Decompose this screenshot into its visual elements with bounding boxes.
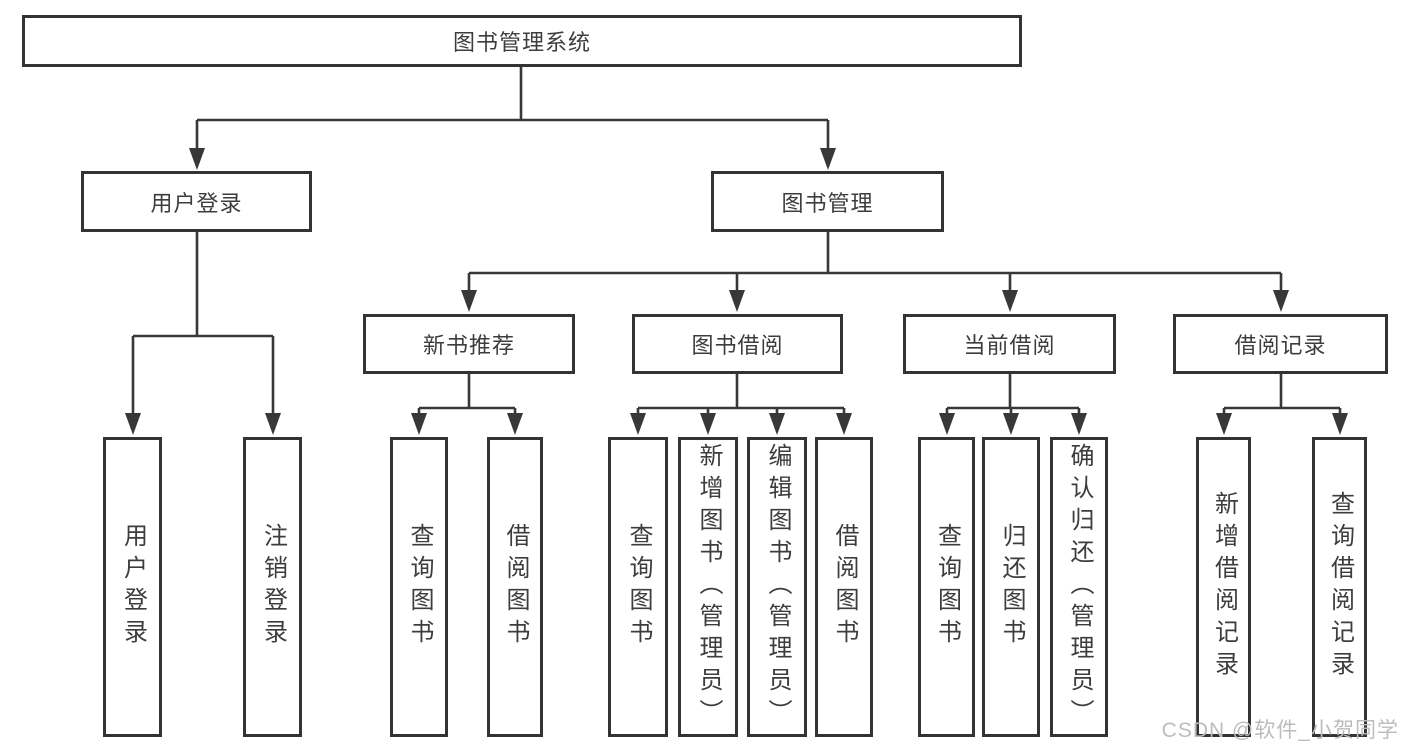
node-new-book-recommendation: 新书推荐 xyxy=(363,314,575,374)
connector-book-management xyxy=(461,232,1289,312)
node-library-management-system: 图书管理系统 xyxy=(22,15,1022,67)
leaf-edit-book-admin: 编辑图书（管理员） xyxy=(747,437,807,737)
leaf-confirm-return-admin-label: 确认归还（管理员） xyxy=(1066,443,1093,731)
leaf-borrow-books-recommend: 借阅图书 xyxy=(487,437,543,737)
leaf-user-login-label: 用户登录 xyxy=(119,523,147,651)
leaf-query-books-current-label: 查询图书 xyxy=(933,523,961,651)
leaf-logout-label: 注销登录 xyxy=(259,523,287,651)
leaf-return-books-label: 归还图书 xyxy=(998,523,1025,651)
leaf-query-books-recommend-label: 查询图书 xyxy=(406,523,433,651)
connector-current-borrowing xyxy=(939,374,1087,435)
leaf-return-books: 归还图书 xyxy=(982,437,1040,737)
node-borrowing-records: 借阅记录 xyxy=(1173,314,1388,374)
leaf-add-borrow-record-label: 新增借阅记录 xyxy=(1210,491,1238,683)
leaf-confirm-return-admin: 确认归还（管理员） xyxy=(1050,437,1108,737)
connector-book-borrowing xyxy=(630,374,852,435)
connector-borrowing-records xyxy=(1216,374,1348,435)
leaf-query-books-current: 查询图书 xyxy=(918,437,975,737)
connector-user-login xyxy=(125,232,281,435)
node-user-login: 用户登录 xyxy=(81,171,312,232)
node-book-borrowing: 图书借阅 xyxy=(632,314,843,374)
leaf-add-borrow-record: 新增借阅记录 xyxy=(1196,437,1251,737)
leaf-query-books-borrowing-label: 查询图书 xyxy=(625,523,652,651)
leaf-user-login: 用户登录 xyxy=(103,437,162,737)
leaf-logout: 注销登录 xyxy=(243,437,302,737)
leaf-borrow-books-label: 借阅图书 xyxy=(831,523,858,651)
node-book-management: 图书管理 xyxy=(711,171,944,232)
leaf-add-book-admin: 新增图书（管理员） xyxy=(678,437,738,737)
leaf-query-books-borrowing: 查询图书 xyxy=(608,437,668,737)
leaf-query-borrow-record: 查询借阅记录 xyxy=(1312,437,1367,737)
connector-root xyxy=(189,67,836,170)
leaf-query-borrow-record-label: 查询借阅记录 xyxy=(1326,491,1354,683)
leaf-borrow-books: 借阅图书 xyxy=(815,437,873,737)
leaf-query-books-recommend: 查询图书 xyxy=(390,437,448,737)
leaf-add-book-admin-label: 新增图书（管理员） xyxy=(695,443,722,731)
watermark: CSDN @软件_小贺同学 xyxy=(1161,719,1399,742)
connector-new-book-recommendation xyxy=(411,374,523,435)
leaf-borrow-books-recommend-label: 借阅图书 xyxy=(502,523,529,651)
node-current-borrowing: 当前借阅 xyxy=(903,314,1116,374)
leaf-edit-book-admin-label: 编辑图书（管理员） xyxy=(764,443,791,731)
